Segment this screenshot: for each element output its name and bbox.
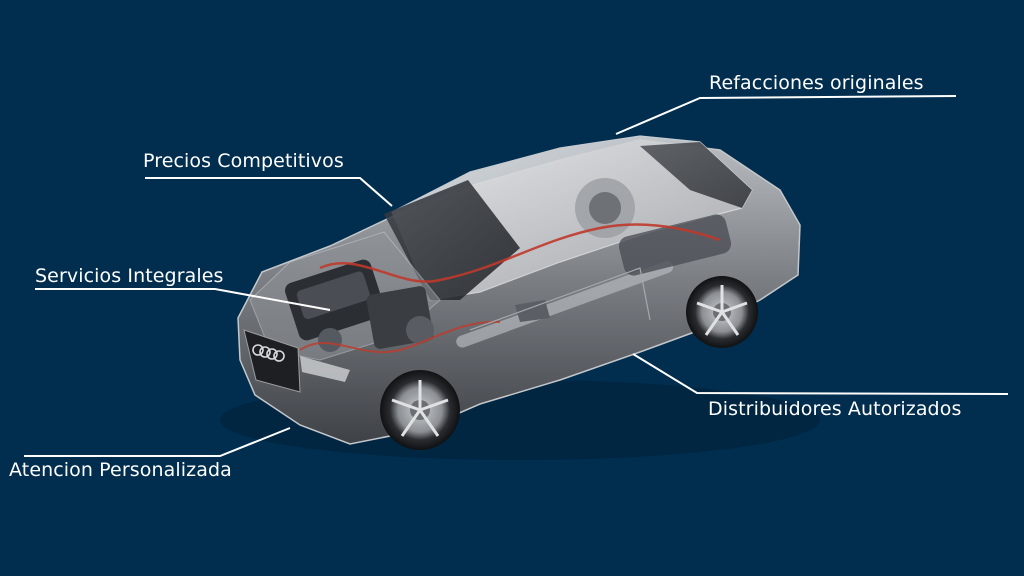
car-windshield — [384, 180, 520, 300]
rear-suspension — [575, 178, 732, 276]
car-rear-window — [640, 142, 752, 208]
label-distribuidores-autorizados: Distribuidores Autorizados — [708, 398, 962, 420]
side-mirror — [515, 300, 550, 322]
leader-line-precios — [145, 177, 393, 207]
leader-line-servicios — [35, 288, 331, 311]
rear-wheel — [686, 276, 758, 348]
wiring-harness-2 — [299, 320, 501, 354]
headlight — [300, 356, 350, 382]
leader-line-refacciones — [615, 95, 957, 135]
leader-line-atencion — [24, 427, 291, 457]
front-wheel — [380, 370, 460, 450]
drive-shaft — [456, 261, 674, 348]
audi-rings-emblem — [252, 344, 285, 362]
leader-line-distribuidores — [632, 353, 1009, 395]
label-atencion-personalizada: Atencion Personalizada — [9, 459, 232, 481]
door-line — [469, 267, 651, 331]
wiring-harness — [319, 223, 721, 283]
label-refacciones-originales: Refacciones originales — [709, 72, 924, 94]
label-servicios-integrales: Servicios Integrales — [35, 265, 224, 287]
label-precios-competitivos: Precios Competitivos — [143, 150, 344, 172]
